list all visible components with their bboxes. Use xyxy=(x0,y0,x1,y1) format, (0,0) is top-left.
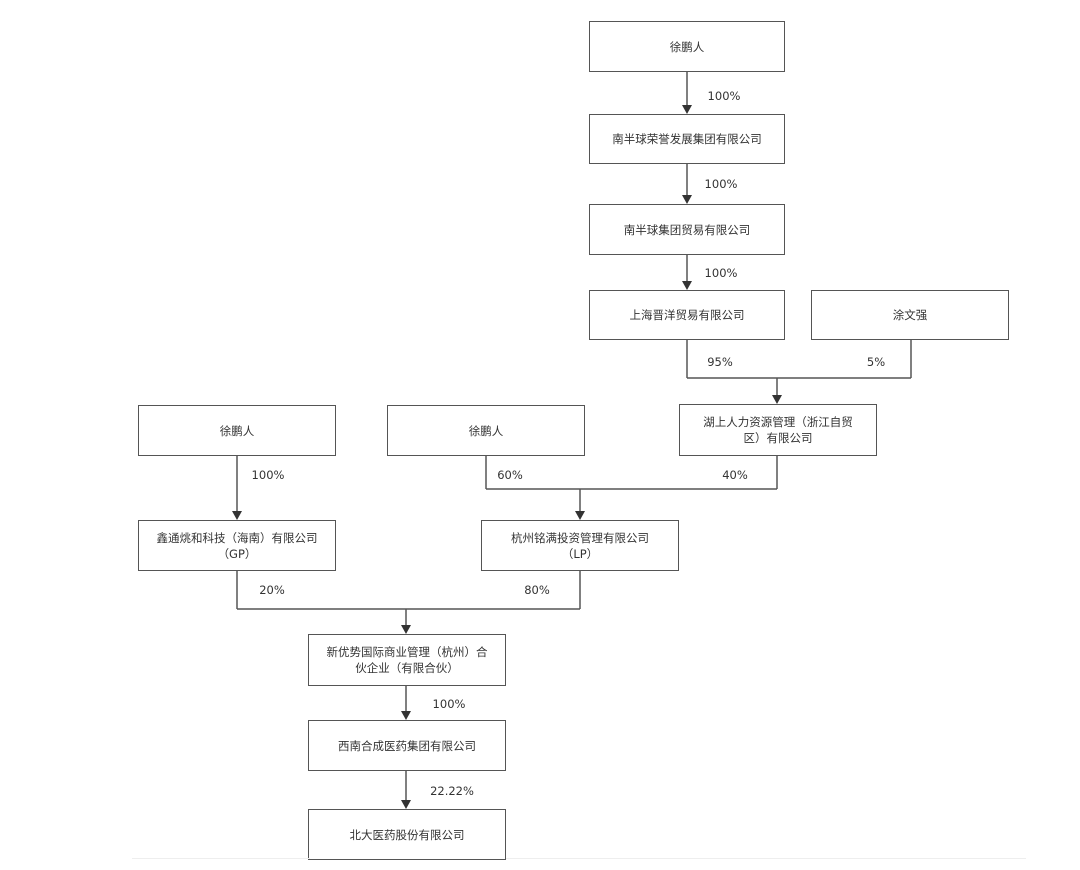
entity-label: 涂文强 xyxy=(892,308,928,322)
entity-label: 上海晋洋贸易有限公司 xyxy=(629,308,745,322)
ownership-pct-xinyoushi-xinan: 100% xyxy=(432,697,466,711)
entity-box-xinyoushi: 新优势国际商业管理（杭州）合 伙企业（有限合伙） xyxy=(308,634,506,686)
arrowhead xyxy=(682,195,692,204)
entity-box-nbq-trade: 南半球集团贸易有限公司 xyxy=(589,204,785,255)
arrowhead xyxy=(772,395,782,404)
entity-label-line-1: 鑫通烑和科技（海南）有限公司 xyxy=(156,530,318,545)
entity-box-nbq-group: 南半球荣誉发展集团有限公司 xyxy=(589,114,785,164)
entity-box-beida: 北大医药股份有限公司 xyxy=(308,809,506,860)
ownership-pct-nbq-group-nbq-trade: 100% xyxy=(704,177,738,191)
ownership-pct-hushang-hz-mingman: 40% xyxy=(722,468,748,482)
entity-box-xu-mid: 徐鹏人 xyxy=(387,405,585,456)
baseline-divider xyxy=(132,858,310,859)
entity-label: 南半球荣誉发展集团有限公司 xyxy=(612,132,762,146)
arrowhead xyxy=(401,625,411,634)
baseline-divider xyxy=(506,858,1026,859)
arrowhead xyxy=(575,511,585,520)
entity-box-xintong: 鑫通烑和科技（海南）有限公司 （GP） xyxy=(138,520,336,571)
ownership-pct-xu-top-nbq-group: 100% xyxy=(707,89,741,103)
entity-label: 徐鹏人 xyxy=(219,423,255,438)
ownership-pct-xinan-beida: 22.22% xyxy=(430,784,474,798)
ownership-pct-xintong-xinyoushi: 20% xyxy=(259,583,285,597)
ownership-pct-hz-mingman-xinyoushi: 80% xyxy=(524,583,550,597)
ownership-pct-sh-jinyang-hushang: 95% xyxy=(707,355,733,369)
entity-label: 徐鹏人 xyxy=(669,39,705,54)
entity-box-hushang: 湖上人力资源管理（浙江自贸 区）有限公司 xyxy=(679,404,877,456)
arrowhead xyxy=(232,511,242,520)
ownership-pct-xu-left-xintong: 100% xyxy=(251,468,285,482)
entity-label-line-2: （LP） xyxy=(561,546,599,561)
entity-box-xinan: 西南合成医药集团有限公司 xyxy=(308,720,506,771)
entity-label-line-2: 伙企业（有限合伙） xyxy=(355,661,459,675)
entity-box-sh-jinyang: 上海晋洋贸易有限公司 xyxy=(589,290,785,340)
arrowhead xyxy=(682,281,692,290)
entity-label-line-2: 区）有限公司 xyxy=(743,431,813,445)
arrowhead xyxy=(401,800,411,809)
entity-label: 南半球集团贸易有限公司 xyxy=(623,222,751,237)
ownership-pct-xu-mid-hz-mingman: 60% xyxy=(497,468,523,482)
entity-box-xu-top: 徐鹏人 xyxy=(589,21,785,72)
entity-box-tu-wenqiang: 涂文强 xyxy=(811,290,1009,340)
entity-box-xu-left: 徐鹏人 xyxy=(138,405,336,456)
entity-label-line-2: （GP） xyxy=(217,546,257,561)
entity-box-hz-mingman: 杭州铭满投资管理有限公司 （LP） xyxy=(481,520,679,571)
entity-label-line-1: 湖上人力资源管理（浙江自贸 xyxy=(703,415,853,429)
ownership-pct-nbq-trade-sh-jinyang: 100% xyxy=(704,266,738,280)
entity-label-line-1: 新优势国际商业管理（杭州）合 xyxy=(326,645,488,659)
arrowhead xyxy=(401,711,411,720)
entity-label: 徐鹏人 xyxy=(468,423,504,438)
entity-label: 西南合成医药集团有限公司 xyxy=(338,738,476,753)
ownership-pct-tu-wenqiang-hushang: 5% xyxy=(866,355,886,369)
entity-label: 北大医药股份有限公司 xyxy=(349,827,465,842)
entity-label-line-1: 杭州铭满投资管理有限公司 xyxy=(511,530,649,545)
arrowhead xyxy=(682,105,692,114)
